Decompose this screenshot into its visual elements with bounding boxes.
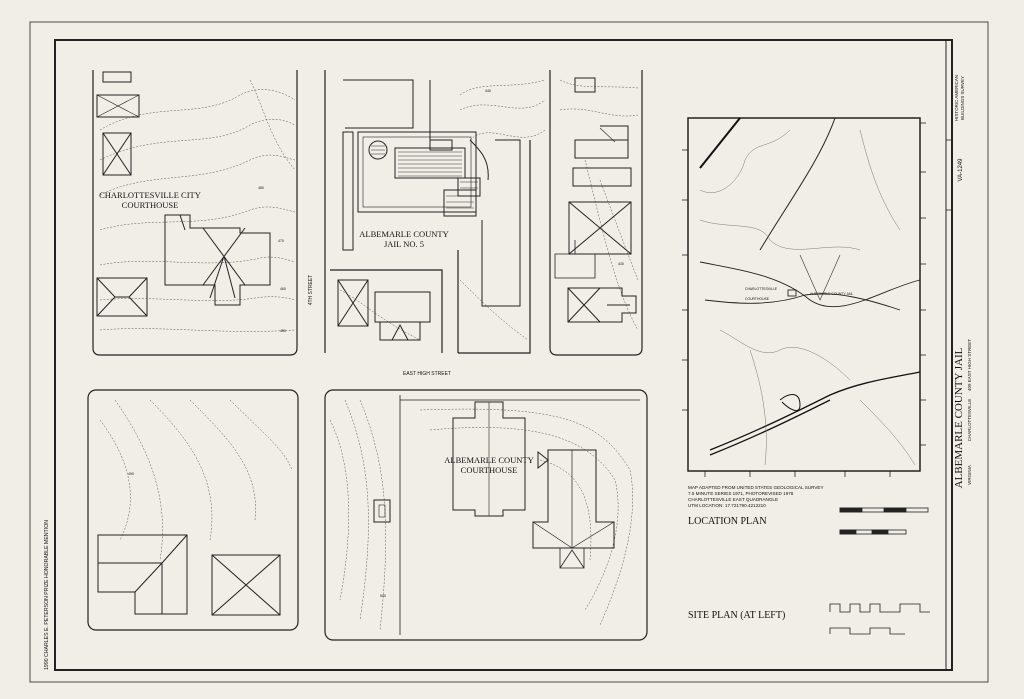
block-jail-middle xyxy=(457,140,531,354)
svg-text:JAIL NO. 5: JAIL NO. 5 xyxy=(384,239,424,249)
east-high-street-label: EAST HIGH STREET xyxy=(403,371,451,377)
contour-label: 450 xyxy=(280,329,286,333)
contour-label: 460 xyxy=(280,287,286,291)
outer-border xyxy=(29,21,989,683)
county-jail-label-line2: JAIL NO. 5 xyxy=(384,239,424,249)
main-title: ALBEMARLE COUNTY JAIL xyxy=(953,347,965,488)
contour-lines xyxy=(99,79,639,631)
site-plan-scale-bars xyxy=(829,603,930,635)
location-plan-scale-bars xyxy=(839,507,929,535)
city-courthouse-label-line2: COURTHOUSE xyxy=(122,200,179,210)
city-courthouse-label-line1: CHARLOTTESVILLE CITY xyxy=(99,190,201,200)
survey-number: VA-1249 xyxy=(958,158,964,182)
contour-label: 440 xyxy=(485,89,491,93)
buildings-southwest xyxy=(97,534,281,616)
block-courthouse-square xyxy=(324,389,648,641)
block-southwest xyxy=(87,389,299,631)
location-map-features xyxy=(699,117,921,466)
map-place-label: CHARLOTTESVILLE xyxy=(745,287,778,291)
site-plan-heading: SITE PLAN (AT LEFT) xyxy=(688,610,785,621)
note-line: 7.5 MINUTE SERIES 1971, PHOTOREVISED 197… xyxy=(688,491,794,496)
svg-text:COURTHOUSE: COURTHOUSE xyxy=(122,200,179,210)
svg-text:ALBEMARLE COUNTY: ALBEMARLE COUNTY xyxy=(359,229,448,239)
svg-text:CHARLOTTESVILLE CITY: CHARLOTTESVILLE CITY xyxy=(99,190,201,200)
svg-text:COURTHOUSE: COURTHOUSE xyxy=(461,465,518,475)
note-line: CHARLOTTESVILLE EAST QUADRANGLE xyxy=(688,497,778,502)
notes: MAP ADAPTED FROM UNITED STATES GEOLOGICA… xyxy=(688,485,824,508)
contour-label: 490 xyxy=(128,472,134,476)
title-block: ALBEMARLE COUNTY JAIL 409 EAST HIGH STRE… xyxy=(946,75,972,488)
survey-name-line1: HISTORIC AMERICAN xyxy=(954,75,959,121)
buildings-courthouse-square xyxy=(373,401,615,569)
survey-name-line2: BUILDINGS SURVEY xyxy=(960,76,965,120)
title-address: 409 EAST HIGH STREET xyxy=(967,339,972,391)
block-northeast xyxy=(549,70,643,356)
location-map-frame xyxy=(687,117,921,472)
buildings-jail-block xyxy=(337,79,521,341)
buildings-northwest xyxy=(96,71,271,317)
inner-border xyxy=(54,39,953,671)
title-city: CHARLOTTESVILLE xyxy=(967,399,972,442)
county-courthouse-label-line2: COURTHOUSE xyxy=(461,465,518,475)
title-state: VIRGINIA xyxy=(967,465,972,485)
county-jail-label-line1: ALBEMARLE COUNTY xyxy=(359,229,448,239)
site-plan-labels: CHARLOTTESVILLE CITY COURTHOUSE ALBEMARL… xyxy=(99,89,624,598)
note-line: MAP ADAPTED FROM UNITED STATES GEOLOGICA… xyxy=(688,485,824,490)
block-jail-south xyxy=(330,269,443,353)
block-northwest xyxy=(92,70,298,356)
location-map-ticks xyxy=(682,122,926,477)
margin-credit: 1990 CHARLES E. PETERSON PRIZE HONORABLE… xyxy=(44,520,50,670)
contour-label: 430 xyxy=(618,262,624,266)
city-blocks xyxy=(87,70,648,641)
county-courthouse-label-line1: ALBEMARLE COUNTY xyxy=(444,455,533,465)
contour-label: 500 xyxy=(380,594,386,598)
contour-label: 470 xyxy=(278,239,284,243)
buildings-northeast xyxy=(554,77,637,323)
contour-label: 480 xyxy=(258,186,264,190)
location-plan-heading: LOCATION PLAN xyxy=(688,516,767,527)
note-line: UTM LOCATION: 17.721790.4212210 xyxy=(688,503,766,508)
svg-text:ALBEMARLE COUNTY: ALBEMARLE COUNTY xyxy=(444,455,533,465)
fourth-street-label: 4TH STREET xyxy=(308,275,314,306)
map-place-label: COURTHOUSE xyxy=(745,297,770,301)
location-map-labels: CHARLOTTESVILLE ALBEMARLE COUNTY JAIL CO… xyxy=(745,287,853,301)
map-place-label: ALBEMARLE COUNTY JAIL xyxy=(810,292,853,296)
courthouse-square-path xyxy=(399,395,640,635)
